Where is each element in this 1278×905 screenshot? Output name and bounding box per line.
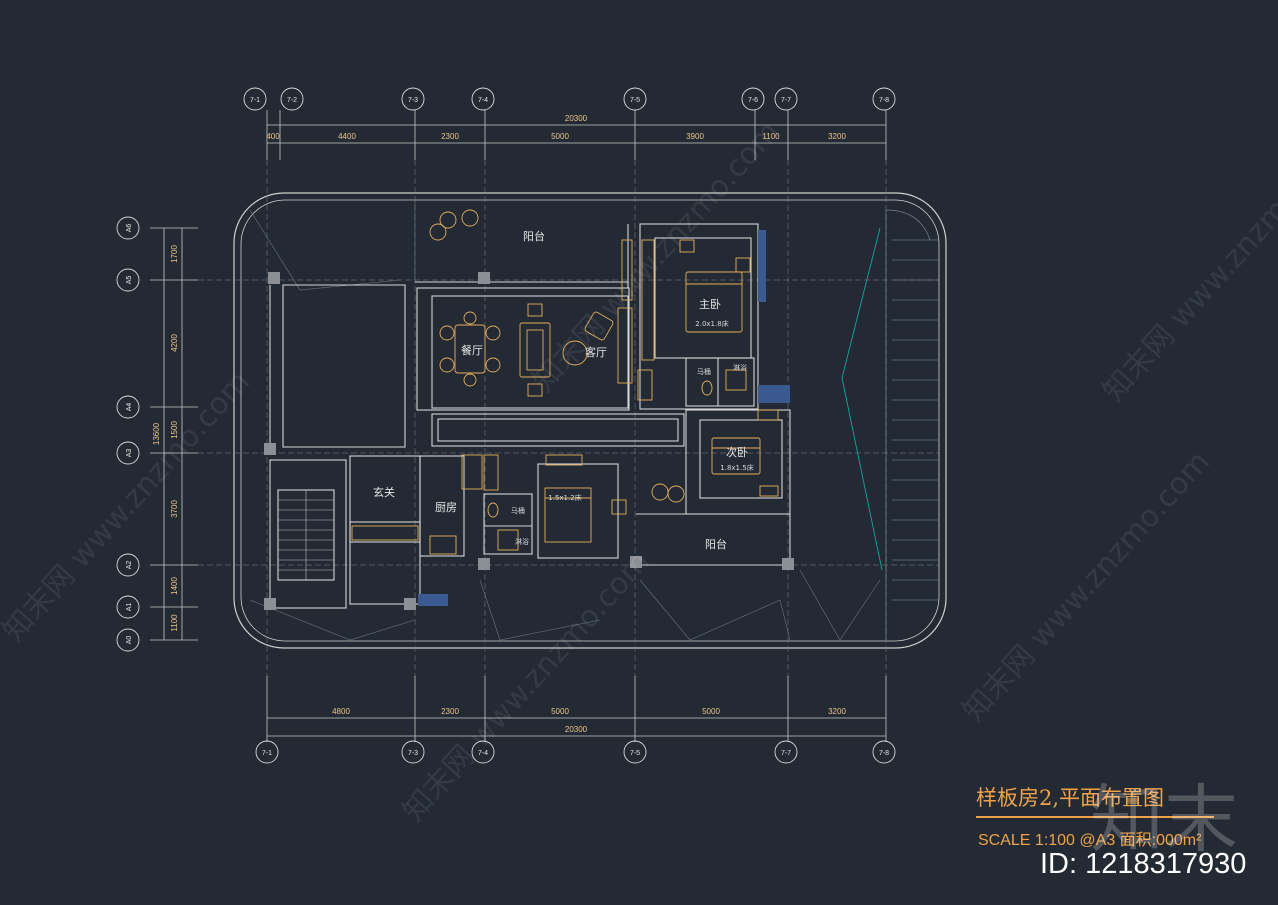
top-grid-bubbles bbox=[243, 87, 896, 111]
room-label-master-bed: 主卧 bbox=[699, 298, 721, 311]
structural-columns bbox=[264, 272, 794, 610]
left-dim-seg-2: 4200 bbox=[170, 334, 179, 352]
left-dimension-chain bbox=[150, 227, 198, 641]
bottom-grid-bubbles bbox=[255, 740, 896, 764]
left-dim-seg-1: 1700 bbox=[170, 245, 179, 263]
bottom-dim-seg-1: 4800 bbox=[332, 707, 350, 716]
grid-bottom-2: 7-3 bbox=[408, 750, 418, 757]
top-dim-seg-7: 3200 bbox=[828, 132, 846, 141]
room-label-kitchen: 厨房 bbox=[435, 501, 457, 514]
window-marks bbox=[418, 230, 790, 606]
bottom-dim-seg-5: 3200 bbox=[828, 707, 846, 716]
room-label-shower-2: 淋浴 bbox=[515, 537, 529, 546]
terrace-lines bbox=[249, 200, 881, 641]
top-dim-seg-6: 1100 bbox=[762, 132, 780, 141]
grid-bottom-5: 7-7 bbox=[781, 750, 791, 757]
title-underline bbox=[976, 816, 1214, 818]
room-label-shower-1: 淋浴 bbox=[733, 363, 747, 372]
bottom-dim-total: 20300 bbox=[565, 725, 588, 734]
top-dim-total: 20300 bbox=[565, 114, 588, 123]
grid-top-8: 7-8 bbox=[879, 97, 889, 104]
image-id: ID: 1218317930 bbox=[1040, 848, 1247, 880]
grid-left-A3: A3 bbox=[126, 449, 133, 458]
top-dim-seg-3: 2300 bbox=[441, 132, 459, 141]
grid-left-A6: A6 bbox=[126, 224, 133, 233]
awning-hatch bbox=[885, 209, 938, 640]
drawing-title: 样板房2,平面布置图 bbox=[976, 786, 1165, 810]
bottom-dimension-chain bbox=[266, 676, 887, 742]
left-dim-seg-6: 1100 bbox=[170, 614, 179, 632]
bottom-dim-seg-2: 2300 bbox=[441, 707, 459, 716]
grid-bottom-1: 7-1 bbox=[262, 750, 272, 757]
room-label-second-bed: 次卧 bbox=[726, 445, 748, 459]
grid-top-5: 7-5 bbox=[630, 97, 640, 104]
grid-top-6: 7-6 bbox=[748, 97, 758, 104]
room-label-balcony-bottom: 阳台 bbox=[705, 537, 727, 551]
grid-bottom-4: 7-5 bbox=[630, 750, 640, 757]
furniture bbox=[351, 209, 779, 555]
grid-left-A1: A1 bbox=[126, 603, 133, 612]
grid-left-A4: A4 bbox=[126, 403, 133, 412]
room-label-dining: 餐厅 bbox=[461, 343, 483, 357]
room-label-living: 客厅 bbox=[585, 345, 607, 359]
room-label-toilet-2: 马桶 bbox=[511, 506, 525, 515]
room-label-second-bed-size: 1.8x1.5床 bbox=[720, 463, 753, 472]
left-grid-bubbles bbox=[116, 216, 140, 652]
room-label-third-bed-size: 1.5x1.2床 bbox=[548, 493, 581, 502]
grid-top-4: 7-4 bbox=[478, 97, 488, 104]
grid-left-A5: A5 bbox=[126, 276, 133, 285]
top-dim-seg-1: 400 bbox=[266, 132, 280, 141]
interior-walls bbox=[269, 223, 791, 609]
grid-bottom-6: 7-8 bbox=[879, 750, 889, 757]
grid-top-7: 7-7 bbox=[781, 97, 791, 104]
grid-left-A0: A0 bbox=[126, 636, 133, 645]
left-dim-total: 13600 bbox=[152, 422, 161, 445]
room-label-master-bed-size: 2.0x1.8床 bbox=[695, 319, 728, 328]
grid-top-1: 7-1 bbox=[250, 97, 260, 104]
drawing-scale: SCALE 1:100 @A3 面积:000m² bbox=[978, 832, 1202, 849]
left-dim-seg-4: 3700 bbox=[170, 500, 179, 518]
top-dimension-chain bbox=[266, 110, 887, 160]
left-dim-seg-5: 1400 bbox=[170, 577, 179, 595]
top-dim-seg-2: 4400 bbox=[338, 132, 356, 141]
grid-left-A2: A2 bbox=[126, 561, 133, 570]
bottom-dim-seg-4: 5000 bbox=[702, 707, 720, 716]
room-label-balcony-top: 阳台 bbox=[523, 229, 545, 243]
grid-top-2: 7-2 bbox=[287, 97, 297, 104]
top-dim-seg-4: 5000 bbox=[551, 132, 569, 141]
room-label-toilet-1: 马桶 bbox=[697, 367, 711, 376]
grid-top-3: 7-3 bbox=[408, 97, 418, 104]
teal-edge-line bbox=[841, 227, 883, 571]
grid-bottom-3: 7-4 bbox=[478, 750, 488, 757]
building-outline bbox=[233, 192, 947, 649]
room-label-foyer: 玄关 bbox=[373, 485, 395, 499]
left-dim-seg-3: 1500 bbox=[170, 421, 179, 439]
top-dim-seg-5: 3900 bbox=[686, 132, 704, 141]
brand-logo-watermark: 知末 bbox=[1090, 777, 1238, 863]
bottom-dim-seg-3: 5000 bbox=[551, 707, 569, 716]
stair-treads bbox=[278, 490, 334, 580]
grid-lines bbox=[198, 160, 940, 676]
